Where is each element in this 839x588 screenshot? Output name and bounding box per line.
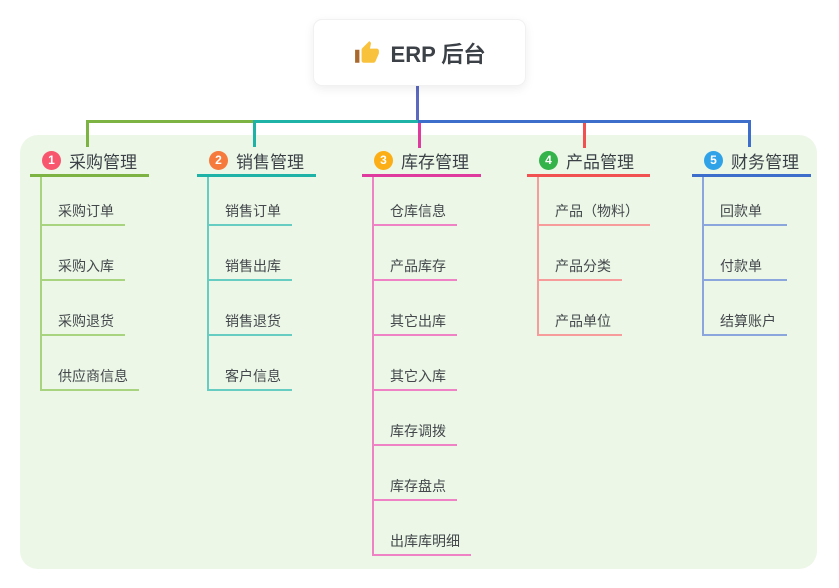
- child-node[interactable]: 销售出库: [209, 226, 292, 281]
- child-node[interactable]: 销售订单: [209, 177, 292, 226]
- branch-node: 4 产品管理 产品（物料）产品分类产品单位: [527, 146, 650, 336]
- branch-index-badge: 5: [704, 150, 723, 170]
- branch-label: 财务管理: [731, 152, 799, 172]
- child-node[interactable]: 回款单: [704, 177, 787, 226]
- connector-segment-2: [254, 120, 418, 123]
- branch-title[interactable]: 3 库存管理: [362, 146, 481, 177]
- branch-drop-line: [583, 123, 586, 148]
- child-node[interactable]: 出库库明细: [374, 501, 471, 556]
- root-title: ERP 后台: [390, 41, 486, 67]
- branch-index-badge: 3: [374, 150, 393, 170]
- branch-label: 采购管理: [69, 152, 137, 172]
- thumbs-up-icon: [354, 40, 380, 66]
- branch-drop-line: [748, 120, 751, 147]
- branch-node: 1 采购管理 采购订单采购入库采购退货供应商信息: [30, 146, 149, 391]
- branch-index-badge: 4: [539, 150, 558, 170]
- child-node[interactable]: 结算账户: [704, 281, 787, 336]
- branch-label: 销售管理: [236, 152, 304, 172]
- branch-label: 产品管理: [566, 152, 634, 172]
- branch-children: 采购订单采购入库采购退货供应商信息: [40, 177, 149, 391]
- branch-drop-line: [253, 120, 256, 147]
- root-connector-line: [416, 84, 419, 122]
- child-node[interactable]: 产品（物料）: [539, 177, 650, 226]
- branch-title[interactable]: 2 销售管理: [197, 146, 316, 177]
- connector-segment-3: [418, 120, 749, 123]
- child-node[interactable]: 销售退货: [209, 281, 292, 336]
- branch-children: 回款单付款单结算账户: [702, 177, 811, 336]
- branch-drop-line: [86, 120, 89, 147]
- child-node[interactable]: 供应商信息: [42, 336, 139, 391]
- branch-title[interactable]: 1 采购管理: [30, 146, 149, 177]
- child-node[interactable]: 产品库存: [374, 226, 457, 281]
- connector-segment-1: [87, 120, 254, 123]
- branch-title[interactable]: 4 产品管理: [527, 146, 650, 177]
- child-node[interactable]: 其它出库: [374, 281, 457, 336]
- child-node[interactable]: 其它入库: [374, 336, 457, 391]
- child-node[interactable]: 采购入库: [42, 226, 125, 281]
- branch-node: 5 财务管理 回款单付款单结算账户: [692, 146, 811, 336]
- child-node[interactable]: 采购订单: [42, 177, 125, 226]
- branch-children: 销售订单销售出库销售退货客户信息: [207, 177, 316, 391]
- child-node[interactable]: 仓库信息: [374, 177, 457, 226]
- branch-title[interactable]: 5 财务管理: [692, 146, 811, 177]
- child-node[interactable]: 采购退货: [42, 281, 125, 336]
- child-node[interactable]: 库存盘点: [374, 446, 457, 501]
- branch-children: 产品（物料）产品分类产品单位: [537, 177, 650, 336]
- branch-index-badge: 2: [209, 150, 228, 170]
- child-node[interactable]: 付款单: [704, 226, 787, 281]
- child-node[interactable]: 客户信息: [209, 336, 292, 391]
- mindmap-background-panel: [20, 135, 817, 569]
- branch-drop-line: [418, 123, 421, 148]
- root-node[interactable]: ERP 后台: [313, 19, 526, 86]
- child-node[interactable]: 产品分类: [539, 226, 622, 281]
- branch-children: 仓库信息产品库存其它出库其它入库库存调拨库存盘点出库库明细: [372, 177, 481, 556]
- branch-node: 2 销售管理 销售订单销售出库销售退货客户信息: [197, 146, 316, 391]
- branch-label: 库存管理: [401, 152, 469, 172]
- branch-node: 3 库存管理 仓库信息产品库存其它出库其它入库库存调拨库存盘点出库库明细: [362, 146, 481, 556]
- child-node[interactable]: 产品单位: [539, 281, 622, 336]
- child-node[interactable]: 库存调拨: [374, 391, 457, 446]
- branch-index-badge: 1: [42, 150, 61, 170]
